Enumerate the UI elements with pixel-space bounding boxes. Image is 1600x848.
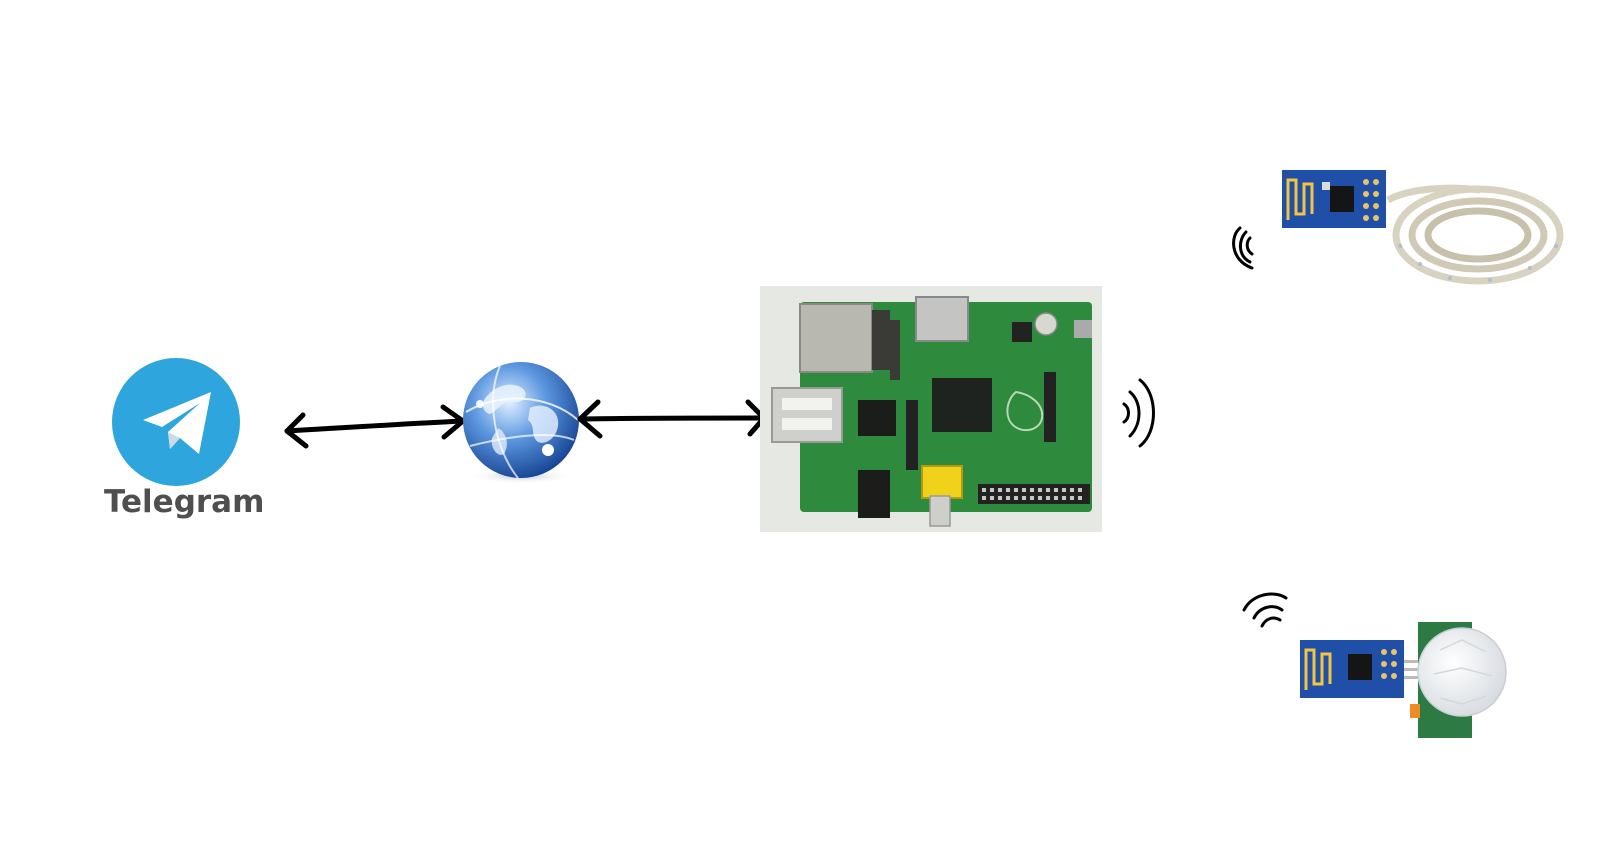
esp8266-led-node	[1232, 170, 1564, 285]
arrow-globe-raspberry-pi	[577, 399, 767, 439]
telegram-label: Telegram	[104, 484, 265, 520]
wireless-waves-icon	[1242, 592, 1288, 628]
arrow-telegram-globe	[284, 404, 466, 449]
telegram-paper-plane-icon	[112, 358, 240, 486]
led-strip-icon	[1386, 184, 1564, 285]
esp8266-pir-node	[1242, 592, 1507, 738]
led-dots	[1398, 244, 1558, 282]
paper-plane-shape	[143, 392, 211, 454]
raspberry-pi-board-icon	[760, 286, 1102, 532]
esp8266-module-icon	[1282, 170, 1386, 228]
pir-sensor-icon	[1410, 622, 1507, 738]
wireless-waves-icon	[1122, 378, 1155, 448]
globe-internet-icon	[463, 362, 579, 484]
wireless-waves-icon	[1232, 226, 1254, 270]
telegram-logo	[112, 358, 240, 486]
esp8266-module-icon	[1300, 640, 1418, 698]
paper-plane-fold	[168, 432, 180, 449]
